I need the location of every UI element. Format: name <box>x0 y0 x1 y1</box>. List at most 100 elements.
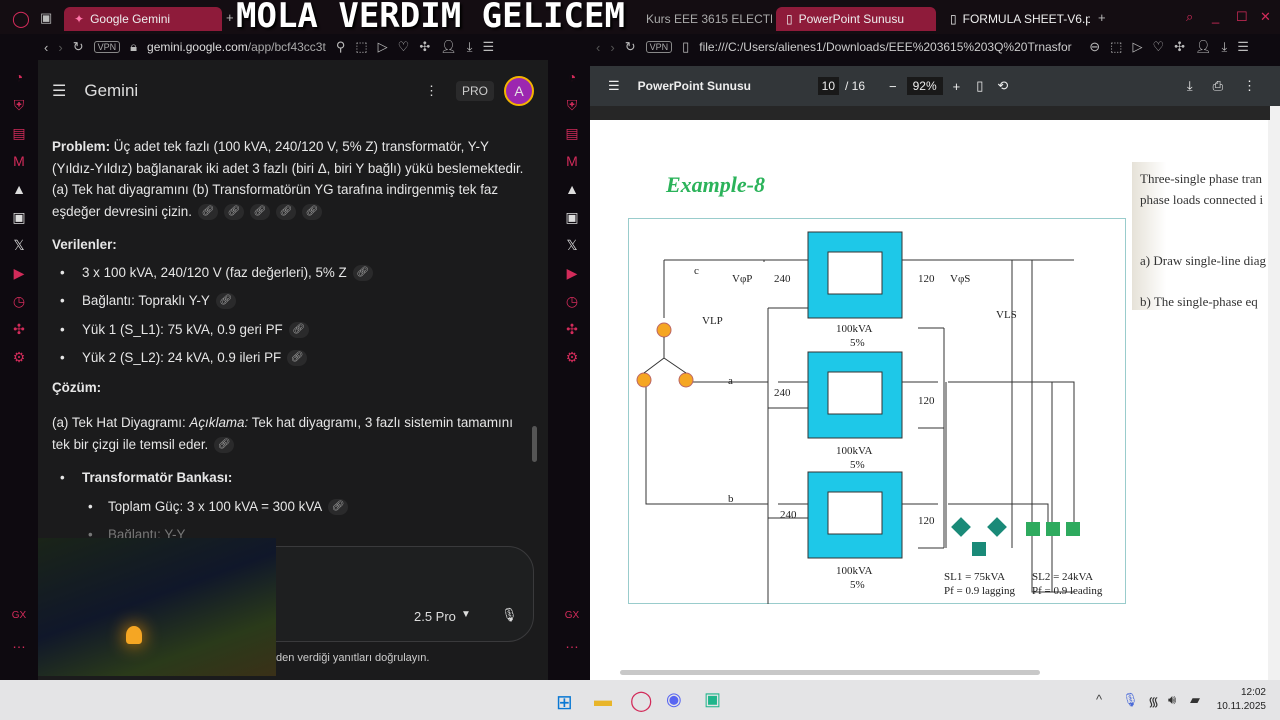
zoom-out-icon[interactable]: − <box>889 78 897 94</box>
snapshot-icon[interactable]: ⬚ <box>1110 39 1123 54</box>
more-vert-icon[interactable]: ⋮ <box>424 83 438 98</box>
back-icon[interactable]: ‹ <box>44 39 49 55</box>
profile-icon[interactable]: 👤︎ <box>440 39 457 54</box>
tab-google-gemini[interactable]: ✦Google Gemini <box>64 7 222 31</box>
volume-icon[interactable]: 🔊︎ <box>1168 692 1177 707</box>
app-bot-icon[interactable]: ▣ <box>704 689 722 709</box>
page-input[interactable]: 10 <box>817 77 840 95</box>
tray-chevron-icon[interactable]: ^ <box>1096 692 1103 707</box>
opera-logo-icon[interactable]: ◯ <box>12 11 30 28</box>
forward-icon[interactable]: › <box>58 39 63 55</box>
search-icon[interactable]: ⌕ <box>1186 9 1194 24</box>
new-tab-icon[interactable]: + <box>1098 10 1106 25</box>
settings-icon[interactable]: ⚙ <box>565 348 579 365</box>
download-icon[interactable]: ⤓ <box>1221 39 1228 54</box>
microphone-icon[interactable]: 🎙︎ <box>501 607 518 622</box>
source-link-icon[interactable]: 🔗︎ <box>288 321 309 338</box>
reload-icon[interactable]: ↻ <box>72 39 84 54</box>
url-field[interactable]: file:///C:/Users/alienes1/Downloads/EEE%… <box>699 40 1072 54</box>
pin-icon[interactable]: ⚲ <box>335 39 346 54</box>
mail-icon[interactable]: M <box>566 153 578 169</box>
source-link-icon[interactable]: 🔗︎ <box>197 203 218 220</box>
forward-icon[interactable]: › <box>610 39 615 55</box>
twitch-icon[interactable]: ▣ <box>565 208 579 225</box>
discord-icon[interactable]: ◉ <box>666 689 682 709</box>
download-icon[interactable]: ⤓ <box>1186 78 1193 93</box>
wallet-icon[interactable]: ▤ <box>12 124 26 141</box>
history-icon[interactable]: ◷ <box>565 292 579 309</box>
close-icon[interactable]: ✕ <box>1260 9 1271 24</box>
microphone-icon[interactable]: 🎙︎ <box>1122 692 1139 707</box>
zoom-icon[interactable]: ⊖ <box>1089 39 1101 54</box>
new-tab-icon[interactable]: + <box>226 10 234 25</box>
more-icon[interactable]: … <box>12 635 26 651</box>
tab-islands-icon[interactable]: ▣ <box>40 10 53 25</box>
gx-label[interactable]: GX <box>564 609 580 621</box>
extensions-icon[interactable]: ✣ <box>566 320 578 337</box>
url-field[interactable]: gemini.google.com/app/bcf43cc3t <box>147 40 326 54</box>
file-explorer-icon[interactable]: ▬ <box>594 690 612 710</box>
shield-icon[interactable]: ⛨ <box>13 96 25 113</box>
aria-icon[interactable]: ▲ <box>12 181 26 197</box>
tab-course[interactable]: Kurs EEE 3615 ELECTR <box>636 7 772 31</box>
print-icon[interactable]: ⎙ <box>1212 78 1223 93</box>
chevron-down-icon[interactable]: ▼ <box>461 609 471 620</box>
vpn-badge[interactable]: VPN <box>93 41 121 53</box>
tab-formula-sheet[interactable]: ▯FORMULA SHEET-V6.pdf <box>940 7 1090 31</box>
shield-icon[interactable]: ⛨ <box>566 96 578 113</box>
wallet-icon[interactable]: ▤ <box>565 124 579 141</box>
extensions-icon[interactable]: ✣ <box>1174 39 1186 54</box>
model-selector[interactable]: 2.5 Pro <box>414 609 456 624</box>
gx-label[interactable]: GX <box>11 609 27 621</box>
tab-powerpoint[interactable]: ▯PowerPoint Sunusu <box>776 7 936 31</box>
fit-page-icon[interactable]: ▯ <box>976 78 984 93</box>
hamburger-menu-icon[interactable]: ☰ <box>52 83 67 100</box>
rotate-icon[interactable]: ⟲ <box>997 78 1009 93</box>
back-icon[interactable]: ‹ <box>596 39 601 55</box>
vpn-badge[interactable]: VPN <box>645 41 673 53</box>
player-icon[interactable]: ▶ <box>566 264 578 281</box>
x-icon[interactable]: 𝕏 <box>566 236 578 253</box>
reload-icon[interactable]: ↻ <box>624 39 636 54</box>
download-icon[interactable]: ⤓ <box>466 39 473 54</box>
history-icon[interactable]: ◷ <box>12 292 26 309</box>
play-icon[interactable]: ▷ <box>377 39 388 54</box>
scrollbar-thumb[interactable] <box>532 426 537 462</box>
extensions-icon[interactable]: ✣ <box>13 320 25 337</box>
more-vert-icon[interactable]: ⋮ <box>1243 78 1256 93</box>
maximize-icon[interactable]: ☐ <box>1236 9 1248 24</box>
more-icon[interactable]: … <box>565 635 579 651</box>
zoom-input[interactable]: 92% <box>906 77 943 95</box>
player-icon[interactable]: ▶ <box>13 264 25 281</box>
aria-icon[interactable]: ▲ <box>565 181 579 197</box>
heart-icon[interactable]: ♡ <box>397 39 410 54</box>
source-link-icon[interactable]: 🔗︎ <box>301 203 322 220</box>
source-link-icon[interactable]: 🔗︎ <box>328 498 349 515</box>
opera-gx-icon[interactable]: ◯ <box>630 690 653 712</box>
source-link-icon[interactable]: 🔗︎ <box>287 350 308 367</box>
zoom-in-icon[interactable]: + <box>952 78 961 94</box>
video-overlay[interactable] <box>38 538 276 676</box>
profile-icon[interactable]: 👤︎ <box>1195 39 1212 54</box>
battery-icon[interactable]: ▰ <box>1190 692 1200 707</box>
source-link-icon[interactable]: 🔗︎ <box>249 203 270 220</box>
speed-dial-icon[interactable]: ◔ <box>567 69 577 85</box>
source-link-icon[interactable]: 🔗︎ <box>223 203 244 220</box>
windows-start-icon[interactable]: ⊞ <box>556 692 573 714</box>
snapshot-icon[interactable]: ⬚ <box>355 39 368 54</box>
vertical-scrollbar[interactable] <box>1268 106 1280 680</box>
hamburger-menu-icon[interactable]: ☰ <box>608 78 620 93</box>
source-link-icon[interactable]: 🔗︎ <box>214 436 235 453</box>
twitch-icon[interactable]: ▣ <box>12 208 26 225</box>
extensions-icon[interactable]: ✣ <box>419 39 431 54</box>
wifi-icon[interactable]: ᯾ <box>1148 694 1160 709</box>
speed-dial-icon[interactable]: ◔ <box>14 69 24 85</box>
play-icon[interactable]: ▷ <box>1132 39 1143 54</box>
source-link-icon[interactable]: 🔗︎ <box>215 293 236 310</box>
mail-icon[interactable]: M <box>13 153 25 169</box>
source-link-icon[interactable]: 🔗︎ <box>352 264 373 281</box>
horizontal-scrollbar[interactable] <box>620 670 1040 675</box>
menu-icon[interactable]: ☰ <box>482 39 495 54</box>
menu-icon[interactable]: ☰ <box>1237 39 1249 54</box>
clock[interactable]: 12:02 10.11.2025 <box>1210 686 1266 714</box>
